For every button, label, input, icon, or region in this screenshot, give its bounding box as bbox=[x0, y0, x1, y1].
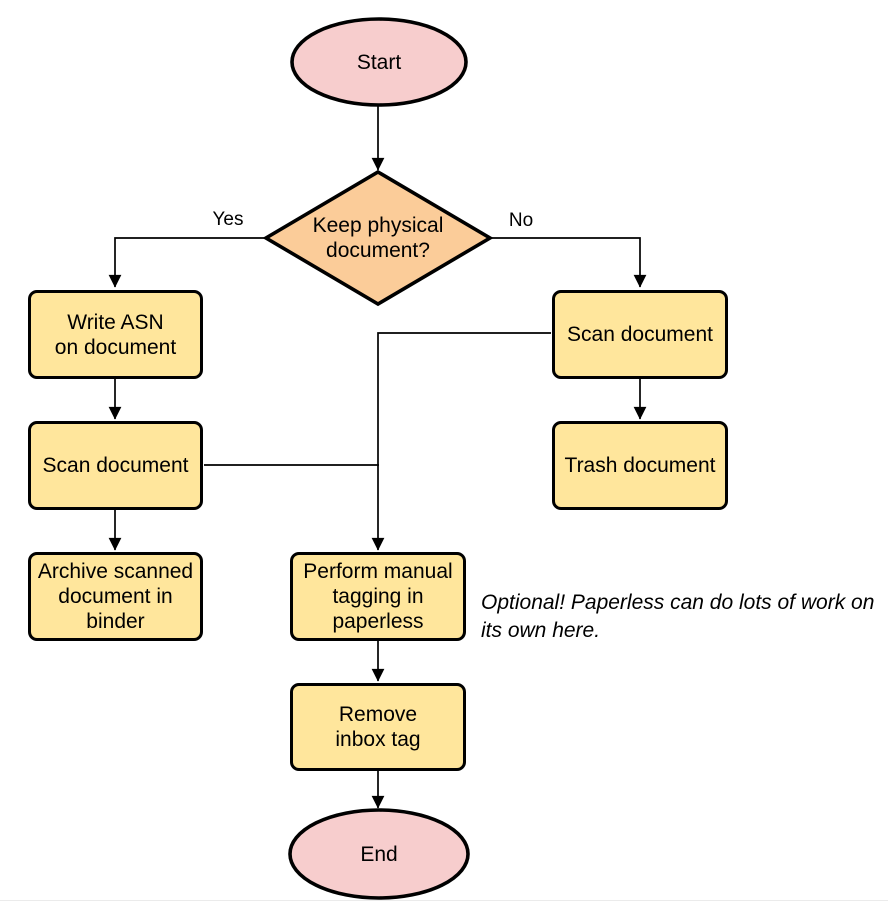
node-remove-inbox-tag: Remove inbox tag bbox=[290, 683, 466, 771]
node-scan-document-left: Scan document bbox=[28, 421, 203, 510]
node-scan-document-right: Scan document bbox=[552, 290, 728, 379]
page-bottom-divider bbox=[0, 900, 888, 901]
node-write-asn-on-document: Write ASN on document bbox=[28, 290, 203, 379]
node-trash-document: Trash document bbox=[552, 421, 728, 510]
node-archive-scanned-document: Archive scanned document in binder bbox=[28, 552, 203, 641]
edges bbox=[108, 106, 647, 809]
edge-label-no: No bbox=[508, 210, 534, 231]
node-perform-manual-tagging: Perform manual tagging in paperless bbox=[290, 552, 466, 641]
node-decision-keep-physical-document: Keep physical document? bbox=[312, 214, 444, 262]
start-terminal-shape bbox=[290, 17, 468, 107]
edge-label-yes: Yes bbox=[212, 209, 244, 230]
annotation-optional-paperless: Optional! Paperless can do lots of work … bbox=[481, 591, 875, 642]
edge-decision-yes-to-write-asn bbox=[108, 237, 265, 288]
node-end: End bbox=[360, 843, 398, 866]
decision-diamond-shape bbox=[262, 169, 494, 307]
end-terminal-shape bbox=[288, 808, 470, 900]
edge-decision-no-to-scan-right bbox=[491, 237, 647, 288]
node-start: Start bbox=[356, 51, 402, 74]
edge-scan-right-to-tagging bbox=[371, 332, 551, 551]
